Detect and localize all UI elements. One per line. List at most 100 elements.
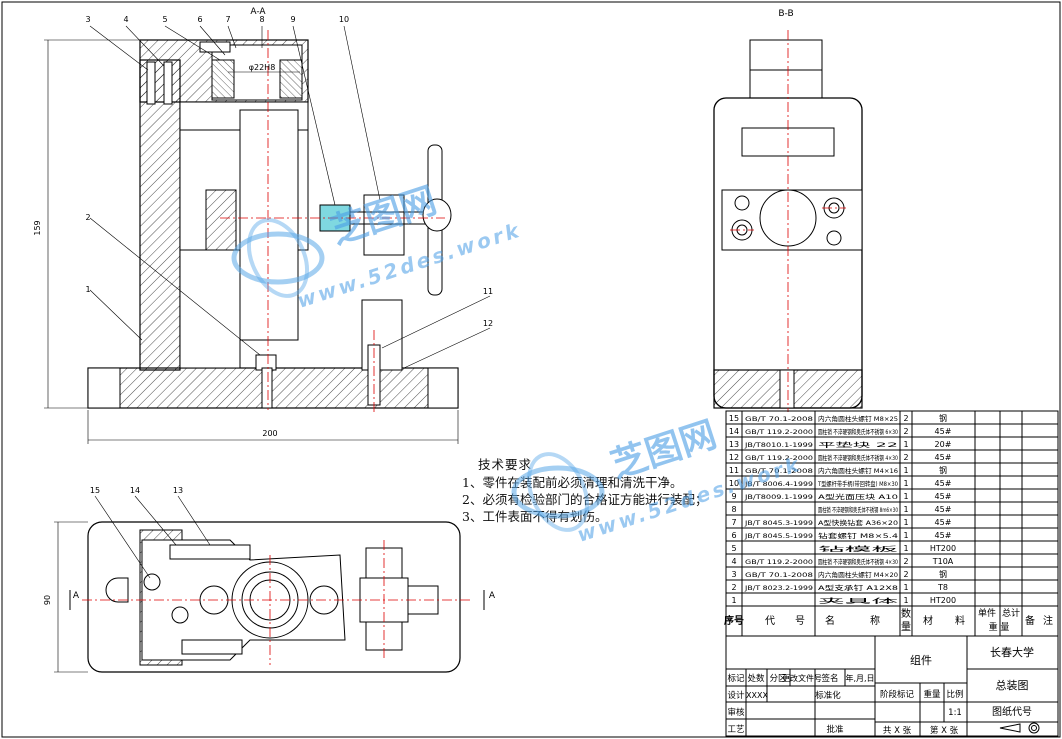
bom-cell-code: GB/T 119.2-2000 xyxy=(745,428,813,436)
bom-cell-no: 10 xyxy=(729,479,739,488)
bom-cell-code: JB/T 8006.4-1999 xyxy=(744,480,813,488)
bom-cell-no: 14 xyxy=(729,427,739,436)
bom-head-name-a: 名 xyxy=(825,614,835,627)
dim-width: 200 xyxy=(262,429,277,438)
bom-head-rem-b: 注 xyxy=(1043,614,1053,627)
bom-cell-no: 2 xyxy=(731,583,736,592)
bom-cell-name: 圆柱销 不淬硬钢和奥氏体不锈钢 6×30 xyxy=(818,427,898,436)
part-no-15: 15 xyxy=(90,486,100,495)
tb-r1-3: 更改文件号 xyxy=(782,673,822,683)
tb-stage: 阶段标记 xyxy=(880,689,915,700)
part-no-1: 1 xyxy=(85,285,90,294)
bom-cell-qty: 2 xyxy=(903,414,908,423)
bom-cell-qty: 2 xyxy=(903,570,908,579)
bom-head-code-b: 号 xyxy=(795,615,805,627)
bom-cell-code: JB/T8009.1-1999 xyxy=(744,493,813,501)
bom-cell-name: 内六角圆柱头螺钉 M8×25 xyxy=(818,414,898,423)
tb-r1-1: 处数 xyxy=(747,673,765,684)
bom-row: 14 GB/T 119.2-2000 圆柱销 不淬硬钢和奥氏体不锈钢 6×30 2 45… xyxy=(729,427,952,436)
bom-cell-material: HT200 xyxy=(930,544,956,553)
tb-r1-4: 签名 xyxy=(821,673,838,684)
bom-cell-code: GB/T 70.1-2008 xyxy=(745,571,813,579)
bom-cell-no: 6 xyxy=(731,531,736,540)
bom-cell-name: A型快换钻套 A36×20 xyxy=(818,518,898,527)
bom-cell-qty: 1 xyxy=(903,505,908,514)
part-no-10: 10 xyxy=(339,15,349,24)
section-view-aa xyxy=(44,25,491,444)
bom-cell-code: JB/T 8023.2-1999 xyxy=(744,584,813,592)
tb-group: 组件 xyxy=(910,653,932,667)
bom-cell-material: 45# xyxy=(935,427,952,436)
tech-req-title: 技术要求 xyxy=(478,457,533,472)
part-no-2: 2 xyxy=(85,213,90,222)
bom-cell-no: 1 xyxy=(731,596,736,605)
part-no-11: 11 xyxy=(483,287,493,296)
bom-head-qty-b: 量 xyxy=(901,621,911,633)
dim-height: 159 xyxy=(33,220,42,235)
bom-cell-qty: 1 xyxy=(903,440,908,449)
bom-cell-no: 11 xyxy=(729,466,739,475)
tb-scale-h: 比例 xyxy=(946,689,963,700)
bom-cell-qty: 1 xyxy=(903,466,908,475)
locating-pin xyxy=(239,109,299,341)
bom-head-no: 序号 xyxy=(724,614,744,627)
bom-cell-no: 12 xyxy=(729,453,739,462)
tb-sheet-no: 第 X 张 xyxy=(930,725,959,736)
tb-approve: 批准 xyxy=(826,724,844,735)
bom-head-code-a: 代 xyxy=(765,615,775,627)
tb-design: 设计 xyxy=(727,690,745,701)
bom-cell-code: GB/T 70.1-2008 xyxy=(745,467,813,475)
tb-weight: 重量 xyxy=(923,689,941,700)
part-no-5: 5 xyxy=(162,15,167,24)
projection-symbol-icon xyxy=(999,722,1040,734)
bom-cell-name: 内六角圆柱头螺钉 M4×20 xyxy=(818,570,898,579)
bom-cell-qty: 1 xyxy=(903,596,908,605)
bom-cell-material: 45# xyxy=(935,505,952,514)
bom-head-mat-a: 材 xyxy=(923,614,933,627)
bom-cell-name: 圆柱销 不淬硬钢和奥氏体不锈钢 4×30 xyxy=(818,453,898,462)
bom-cell-material: HT200 xyxy=(930,596,956,605)
part-no-12: 12 xyxy=(483,319,493,328)
bom-cell-no: 5 xyxy=(731,544,736,553)
bom-cell-name: 钻套螺钉 M8×5.4 xyxy=(818,531,898,540)
bom-cell-material: 45# xyxy=(935,479,952,488)
bom-cell-material: 45# xyxy=(935,453,952,462)
section-view-bb xyxy=(713,30,863,412)
bom-cell-name: 圆柱销 不淬硬钢和奥氏体不锈钢 4×30 xyxy=(818,557,898,566)
bom-cell-name: 钻模板 xyxy=(818,544,900,553)
bom-cell-name: 内六角圆柱头螺钉 M4×16 xyxy=(818,466,898,475)
bom-cell-name: T型螺杆带手柄(带回转盘) M8×30 xyxy=(817,479,898,488)
tb-r1-0: 标记 xyxy=(727,673,745,684)
part-no-6: 6 xyxy=(197,15,202,24)
tech-req-item-3: 3、工件表面不得有划伤。 xyxy=(462,509,608,524)
bom-cell-no: 3 xyxy=(731,570,736,579)
part-no-14: 14 xyxy=(130,486,140,495)
bom-cell-code: JB/T 8045.5-1999 xyxy=(744,532,813,540)
bom-cell-qty: 2 xyxy=(903,453,908,462)
label-section-bb: B-B xyxy=(778,9,793,19)
part-no-13: 13 xyxy=(173,486,183,495)
bom-cell-no: 4 xyxy=(731,557,736,566)
label-arrow-a-left: A xyxy=(73,591,80,601)
bom-cell-name: 夹具体 xyxy=(818,596,900,605)
tb-drawing-no: 图纸代号 xyxy=(992,705,1032,718)
label-arrow-a-right: A xyxy=(489,591,496,601)
bom-cell-qty: 1 xyxy=(903,492,908,501)
bom-cell-qty: 1 xyxy=(903,531,908,540)
bom-cell-name: 圆柱销 不淬硬钢和奥氏体不锈钢 8m6×30 xyxy=(818,505,898,514)
bom-cell-name: 平垫块 22 xyxy=(818,440,898,449)
bom-cell-qty: 2 xyxy=(903,427,908,436)
bom-head-unit: 单件 xyxy=(978,607,996,619)
